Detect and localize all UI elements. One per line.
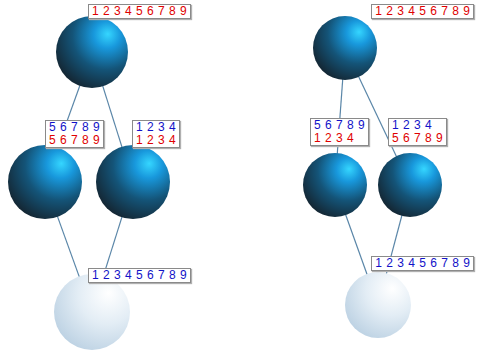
sphere-body (54, 274, 130, 350)
lattice-sphere: 1 2 3 4 5 6 7 8 9 (56, 16, 128, 88)
set-label-box: 1 2 3 41 2 3 4 (132, 120, 180, 148)
sphere-body (96, 145, 170, 219)
set-label-box: 1 2 3 4 5 6 7 8 9 (88, 4, 191, 19)
lattice-edge (102, 84, 122, 148)
set-label: 1 2 3 4 5 6 7 8 9 (92, 5, 187, 18)
set-label-box: 5 6 7 8 95 6 7 8 9 (45, 120, 104, 148)
set-label-box: 1 2 3 4 5 6 7 8 9 (371, 256, 474, 271)
set-label: 1 2 3 4 (392, 119, 443, 132)
set-label: 1 2 3 4 5 6 7 8 9 (375, 257, 470, 270)
set-label: 5 6 7 8 9 (49, 134, 100, 147)
sphere-shape (56, 16, 128, 88)
bottom-sphere: 1 2 3 4 5 6 7 8 9 (345, 272, 411, 338)
lattice-edge (345, 213, 367, 276)
set-label: 1 2 3 4 (136, 134, 176, 147)
set-label: 1 2 3 4 5 6 7 8 9 (375, 5, 470, 18)
set-label: 5 6 7 8 9 (49, 121, 100, 134)
lattice-edge (57, 215, 80, 278)
lattice-sphere: 1 2 3 4 5 6 7 8 9 (313, 16, 377, 80)
set-label-box: 5 6 7 8 91 2 3 4 (310, 118, 369, 146)
set-label-box: 1 2 3 4 5 6 7 8 9 (371, 4, 474, 19)
set-label: 5 6 7 8 9 (314, 119, 365, 132)
sphere-shape (303, 153, 367, 217)
set-label-box: 1 2 3 45 6 7 8 9 (388, 118, 447, 146)
lattice-sphere: 5 6 7 8 95 6 7 8 9 (8, 145, 82, 219)
set-label: 1 2 3 4 (136, 121, 176, 134)
sphere-shape (54, 274, 130, 350)
lattice-sphere: 5 6 7 8 91 2 3 4 (303, 153, 367, 217)
bottom-sphere: 1 2 3 4 5 6 7 8 9 (54, 274, 130, 350)
sphere-body (303, 153, 367, 217)
lattice-sphere: 1 2 3 41 2 3 4 (96, 145, 170, 219)
sphere-shape (96, 145, 170, 219)
sphere-body (56, 16, 128, 88)
sphere-shape (378, 153, 442, 217)
sphere-shape (345, 272, 411, 338)
lattice-sphere: 1 2 3 45 6 7 8 9 (378, 153, 442, 217)
sphere-shape (8, 145, 82, 219)
sphere-shape (313, 16, 377, 80)
sphere-body (378, 153, 442, 217)
sphere-body (345, 272, 411, 338)
set-label-box: 1 2 3 4 5 6 7 8 9 (88, 268, 191, 283)
sphere-body (313, 16, 377, 80)
sphere-body (8, 145, 82, 219)
set-label: 1 2 3 4 (314, 132, 365, 145)
set-label: 1 2 3 4 5 6 7 8 9 (92, 269, 187, 282)
set-label: 5 6 7 8 9 (392, 132, 443, 145)
